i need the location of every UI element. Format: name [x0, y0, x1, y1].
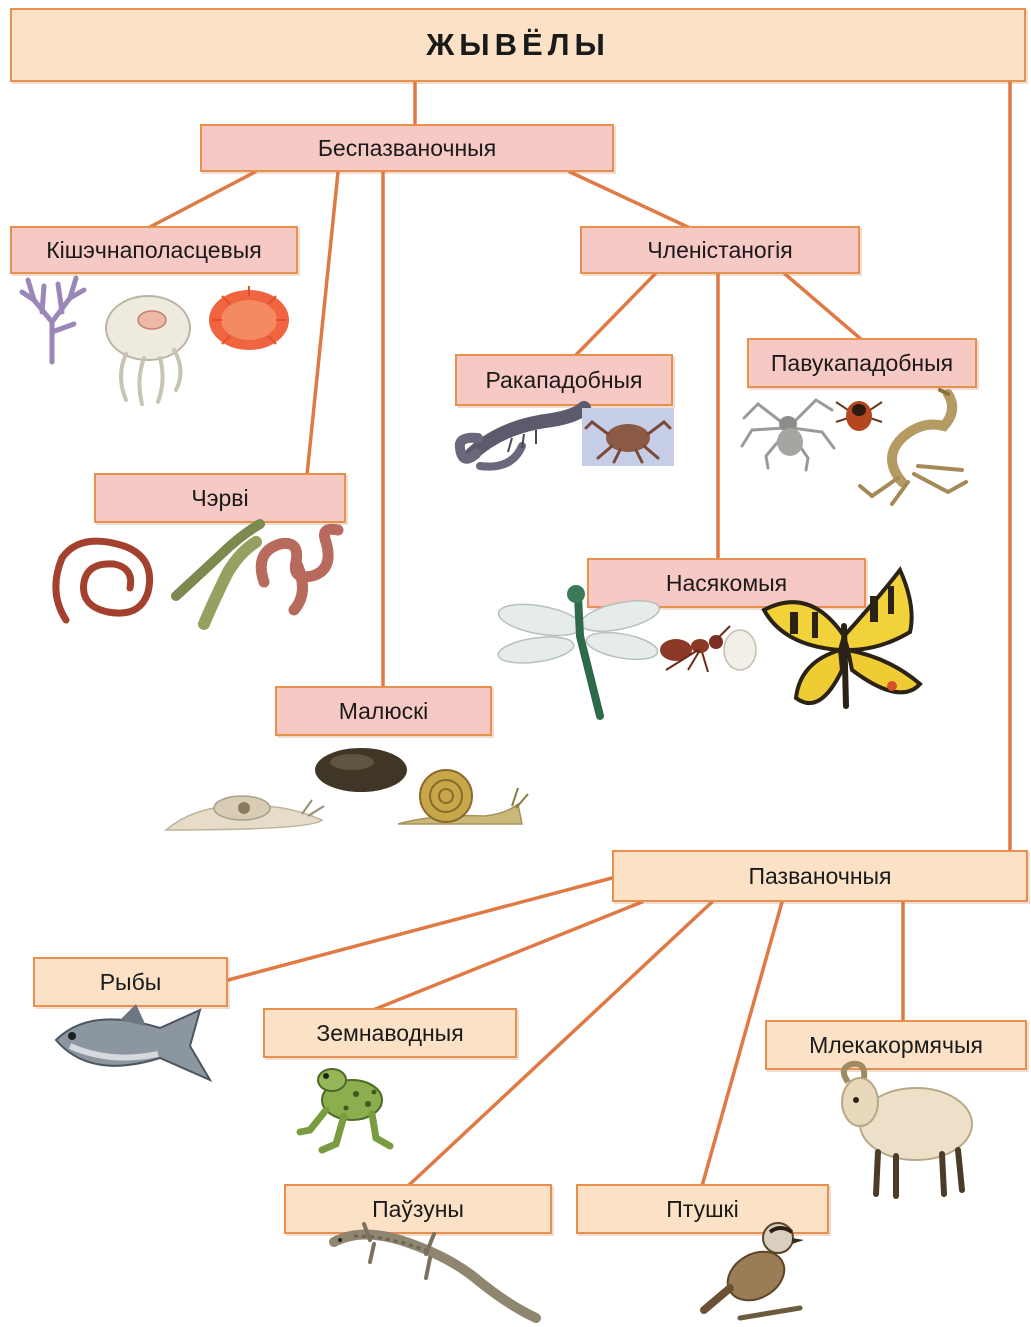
reptiles-label: Паўзуны: [372, 1196, 464, 1223]
invertebrates-box: Беспазваночныя: [200, 124, 614, 172]
vertebrates-box: Пазваночныя: [612, 850, 1028, 902]
arachnids-box: Павукападобныя: [747, 338, 977, 388]
arthropods-label: Членістаногія: [647, 237, 792, 264]
slug-icon: [162, 790, 332, 834]
dragonfly-icon: [496, 576, 662, 722]
connector-arthropods-arachnids: [785, 274, 862, 340]
molluscs-label: Малюскі: [339, 698, 429, 725]
coral-icon: [14, 272, 92, 364]
root-label: ЖЫВЁЛЫ: [426, 27, 610, 63]
connector-arthropods-crustaceans: [575, 274, 655, 356]
connector-invertebrates-arthropods: [570, 172, 690, 228]
molluscs-box: Малюскі: [275, 686, 492, 736]
invertebrates-label: Беспазваночныя: [318, 135, 496, 162]
spider-icon: [738, 384, 838, 470]
frog-icon: [296, 1054, 396, 1154]
connector-invertebrates-coelenterates: [148, 172, 255, 228]
sheep-icon: [830, 1060, 976, 1200]
snail-icon: [394, 764, 530, 828]
crab-icon: [582, 408, 674, 466]
scorpion-icon: [852, 386, 974, 506]
worms-label: Чэрві: [191, 485, 248, 512]
sea-anemone-icon: [202, 282, 296, 354]
jellyfish-icon: [96, 290, 196, 408]
vertebrates-label: Пазваночныя: [748, 863, 891, 890]
coelenterates-label: Кішэчнаполасцевыя: [46, 237, 262, 264]
amphibians-box: Земнаводныя: [263, 1008, 517, 1058]
roundworm-icon: [250, 522, 346, 618]
amphibians-label: Земнаводныя: [316, 1020, 463, 1047]
fish-label: Рыбы: [100, 969, 162, 996]
worms-box: Чэрві: [94, 473, 346, 523]
arachnids-label: Павукападобныя: [771, 350, 953, 377]
lizard-icon: [330, 1222, 540, 1324]
crayfish-icon: [452, 396, 588, 476]
root-box: ЖЫВЁЛЫ: [10, 8, 1026, 82]
arthropods-box: Членістаногія: [580, 226, 860, 274]
coelenterates-box: Кішэчнаполасцевыя: [10, 226, 298, 274]
connector-vertebrates-fish: [228, 878, 612, 980]
ant-icon: [652, 620, 758, 674]
fish-icon: [50, 1000, 220, 1084]
earthworm-icon: [44, 532, 168, 626]
connector-invertebrates-worms: [307, 172, 338, 475]
connector-vertebrates-amphibians: [368, 902, 642, 1012]
mammals-label: Млекакормячыя: [809, 1032, 983, 1059]
bird-icon: [700, 1218, 806, 1326]
crustaceans-label: Ракападобныя: [485, 367, 642, 394]
butterfly-icon: [760, 566, 926, 722]
